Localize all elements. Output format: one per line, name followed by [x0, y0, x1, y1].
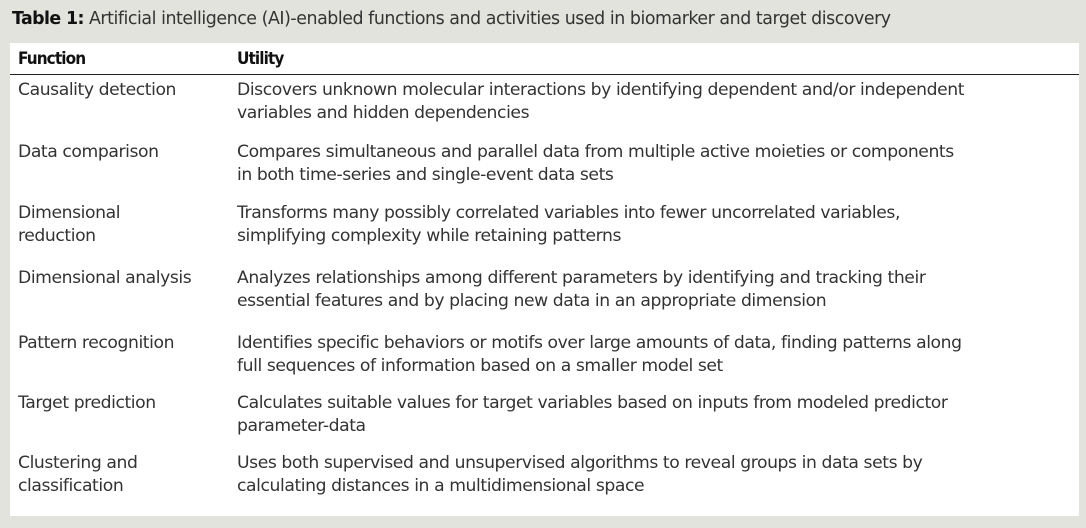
utility-cell: Transforms many possibly correlated vari…	[237, 203, 900, 246]
table-panel: Function Utility Causality detection Dis…	[10, 43, 1079, 516]
utility-cell: Compares simultaneous and parallel data …	[237, 142, 954, 185]
function-cell: Causality detection	[18, 80, 177, 100]
utility-cell: Discovers unknown molecular interactions…	[237, 80, 965, 123]
utility-cell: Uses both supervised and unsupervised al…	[237, 453, 923, 496]
table-caption: Table 1: Artificial intelligence (AI)-en…	[12, 9, 891, 29]
table-header: Function Utility	[10, 43, 1079, 75]
utility-cell: Calculates suitable values for target va…	[237, 393, 948, 436]
utility-cell: Analyzes relationships among different p…	[237, 268, 926, 311]
function-cell: Data comparison	[18, 142, 159, 162]
function-cell: Dimensional analysis	[18, 268, 192, 288]
table-label: Table 1:	[12, 9, 84, 29]
column-header-function: Function	[18, 49, 86, 69]
table-title: Artificial intelligence (AI)-enabled fun…	[88, 9, 891, 29]
function-cell: Pattern recognition	[18, 333, 175, 353]
utility-cell: Identifies specific behaviors or motifs …	[237, 333, 962, 376]
function-cell: Target prediction	[18, 393, 156, 413]
column-header-utility: Utility	[237, 49, 284, 69]
